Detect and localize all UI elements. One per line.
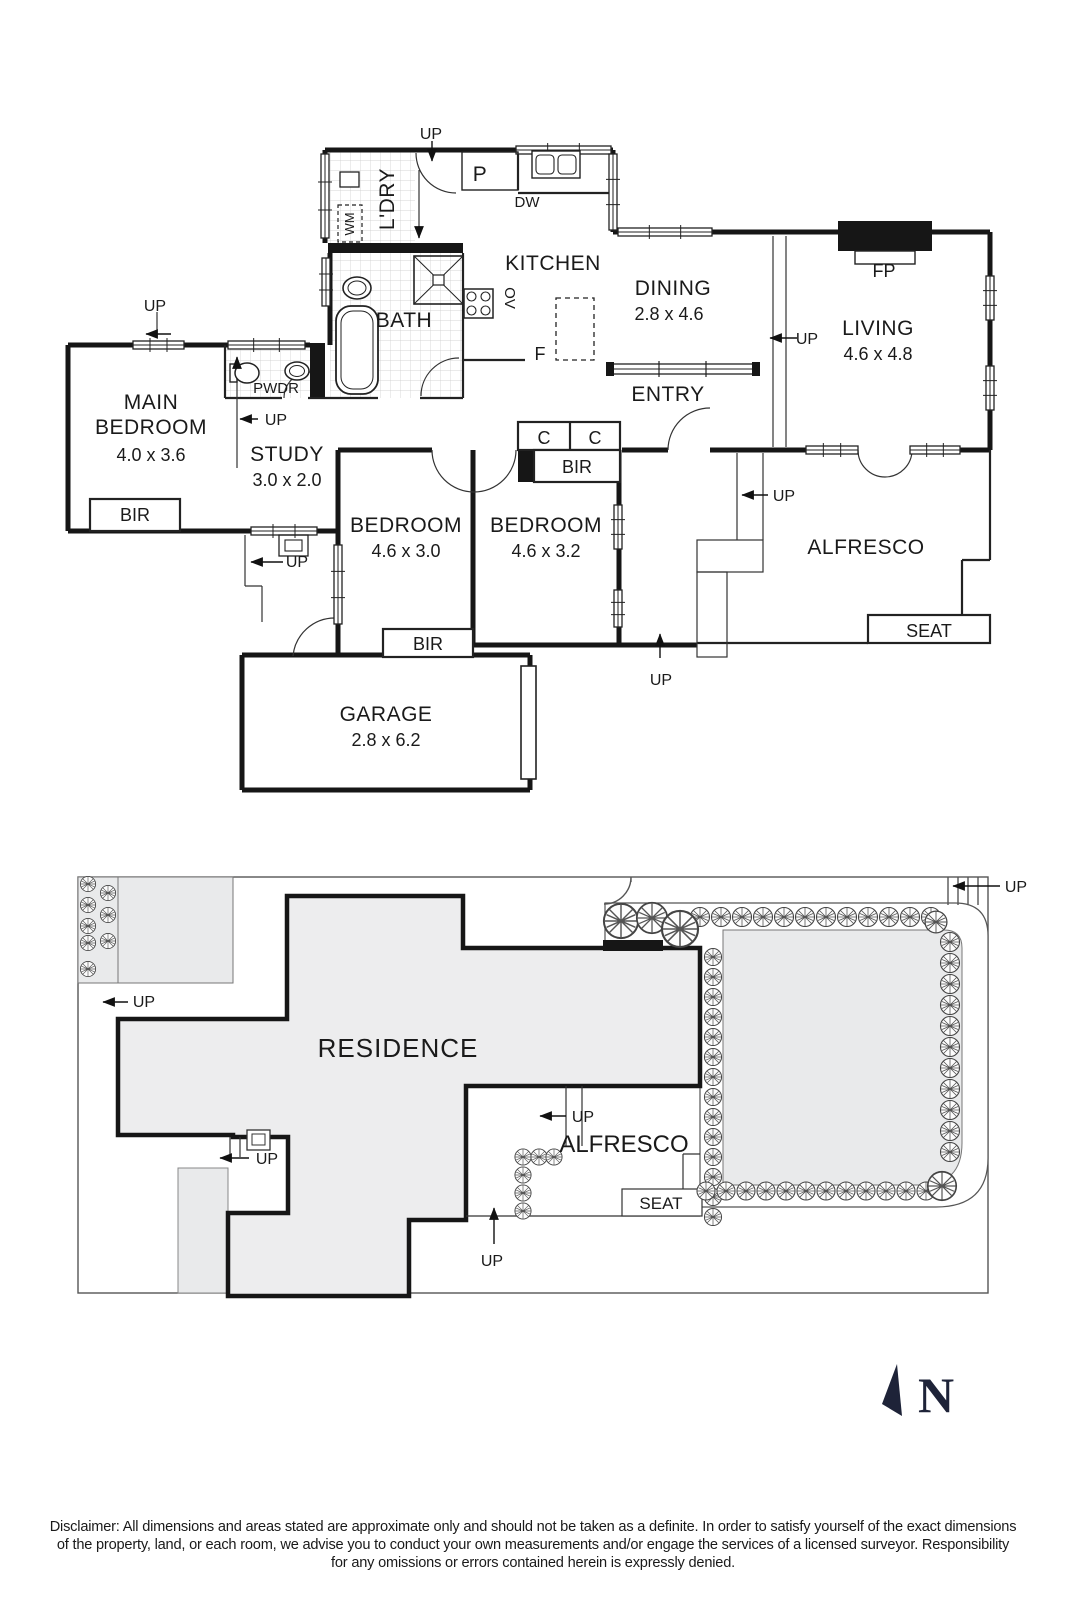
disclaimer-line-1: Disclaimer: All dimensions and areas sta…	[50, 1519, 1017, 1535]
disclaimer-line-3: for any omissions or errors contained he…	[331, 1555, 735, 1571]
fixtures	[229, 150, 595, 780]
room-label-kitchen: KITCHEN	[505, 252, 601, 275]
site-fireplace-block	[603, 940, 663, 951]
room-label-alfresco: ALFRESCO	[807, 536, 924, 559]
room-label-main-bedroom-2: BEDROOM	[95, 416, 207, 439]
disclaimer: Disclaimer: All dimensions and areas sta…	[50, 1519, 1017, 1571]
bath-door	[420, 357, 460, 397]
up-label: UP	[265, 412, 287, 429]
room-label-main-bedroom-1: MAIN	[124, 391, 179, 414]
label-c-left: C	[538, 428, 551, 448]
room-label-bath: BATH	[376, 309, 432, 332]
label-pantry: P	[473, 163, 488, 186]
label-ov: OV	[501, 287, 518, 309]
label-bir-hall: BIR	[562, 457, 592, 477]
garage-panel-door	[520, 665, 537, 780]
bedroom1-door	[431, 449, 475, 493]
room-label-living: LIVING	[842, 317, 914, 340]
boundary-details	[603, 876, 979, 905]
up-label: UP	[1005, 879, 1027, 896]
site-plan-labels: RESIDENCE ALFRESCO SEAT UP UP UP UP UP	[133, 879, 1027, 1270]
windows	[132, 143, 997, 628]
laundry-door	[415, 152, 457, 194]
room-label-laundry: L'DRY	[376, 168, 399, 230]
dims-bedroom1: 4.6 x 3.0	[371, 541, 440, 561]
label-fp: FP	[872, 261, 895, 281]
fridge-space	[555, 297, 595, 361]
bedroom2-door	[473, 449, 517, 493]
room-label-bedroom1: BEDROOM	[350, 514, 462, 537]
room-label-entry: ENTRY	[631, 383, 704, 406]
garage-door	[292, 617, 336, 657]
label-dw: DW	[515, 194, 541, 211]
dims-garage: 2.8 x 6.2	[351, 730, 420, 750]
room-label-dining: DINING	[635, 277, 712, 300]
entry-door	[667, 407, 711, 451]
site-up-arrows	[102, 881, 1000, 1244]
north-needle-icon	[882, 1364, 902, 1416]
shower	[413, 255, 464, 305]
interior-walls	[223, 152, 992, 645]
up-label: UP	[420, 126, 442, 143]
backyard-lawn	[722, 929, 963, 1186]
fireplace-block	[838, 221, 932, 251]
label-bir-main: BIR	[120, 505, 150, 525]
fireplace-hearth	[854, 250, 916, 265]
room-label-bedroom2: BEDROOM	[490, 514, 602, 537]
room-label-garage: GARAGE	[340, 703, 433, 726]
up-label: UP	[650, 672, 672, 689]
bath-basin-inner	[347, 280, 367, 296]
label-fridge: F	[535, 344, 546, 364]
porch-window	[606, 361, 760, 377]
disclaimer-line-2: of the property, land, or each room, we …	[57, 1537, 1010, 1553]
pantry-cupboard	[461, 151, 519, 191]
label-seat: SEAT	[906, 621, 952, 641]
up-label: UP	[572, 1109, 594, 1126]
laundry-trough	[339, 171, 360, 188]
label-bir-bedroom1: BIR	[413, 634, 443, 654]
porch-planter	[278, 534, 309, 557]
room-label-study: STUDY	[250, 443, 324, 466]
residence-footprint	[115, 893, 703, 1299]
up-label: UP	[773, 488, 795, 505]
up-label: UP	[286, 554, 308, 571]
up-label: UP	[256, 1151, 278, 1168]
site-label-seat: SEAT	[639, 1194, 682, 1213]
site-plan: RESIDENCE ALFRESCO SEAT UP UP UP UP UP	[77, 875, 1027, 1299]
site-label-residence: RESIDENCE	[318, 1033, 479, 1063]
wall-blocks	[310, 221, 932, 482]
washing-machine	[337, 204, 363, 243]
sink-bowl-left	[535, 154, 555, 175]
alfresco-door-left	[857, 449, 886, 478]
laundry-tiles	[325, 150, 415, 243]
dims-main-bedroom: 4.0 x 3.6	[116, 445, 185, 465]
north-letter: N	[918, 1367, 954, 1423]
shower-drain	[432, 274, 445, 286]
floor-plan-labels: UP KITCHEN L'DRY WM P DW OV BATH F DININ…	[95, 126, 952, 750]
path-strip	[177, 1167, 229, 1294]
up-label: UP	[796, 331, 818, 348]
up-label: UP	[144, 298, 166, 315]
dims-study: 3.0 x 2.0	[252, 470, 321, 490]
up-arrows	[145, 141, 797, 658]
up-label: UP	[133, 994, 155, 1011]
north-arrow: N	[882, 1364, 954, 1423]
dims-living: 4.6 x 4.8	[843, 344, 912, 364]
floor-plan: UP KITCHEN L'DRY WM P DW OV BATH F DININ…	[65, 126, 997, 793]
room-label-pwdr: PWDR	[253, 380, 299, 397]
dims-dining: 2.8 x 4.6	[634, 304, 703, 324]
site-alfresco-details	[229, 1086, 703, 1217]
closet-block	[88, 420, 992, 659]
label-c-right: C	[589, 428, 602, 448]
label-wm: WM	[342, 212, 357, 235]
dims-bedroom2: 4.6 x 3.2	[511, 541, 580, 561]
bathtub-inner	[340, 310, 374, 390]
site-label-alfresco: ALFRESCO	[559, 1131, 688, 1158]
sink-bowl-right	[557, 154, 577, 175]
alfresco-door-right	[884, 449, 913, 478]
pwdr-basin-inner	[289, 365, 305, 377]
up-label: UP	[481, 1253, 503, 1270]
